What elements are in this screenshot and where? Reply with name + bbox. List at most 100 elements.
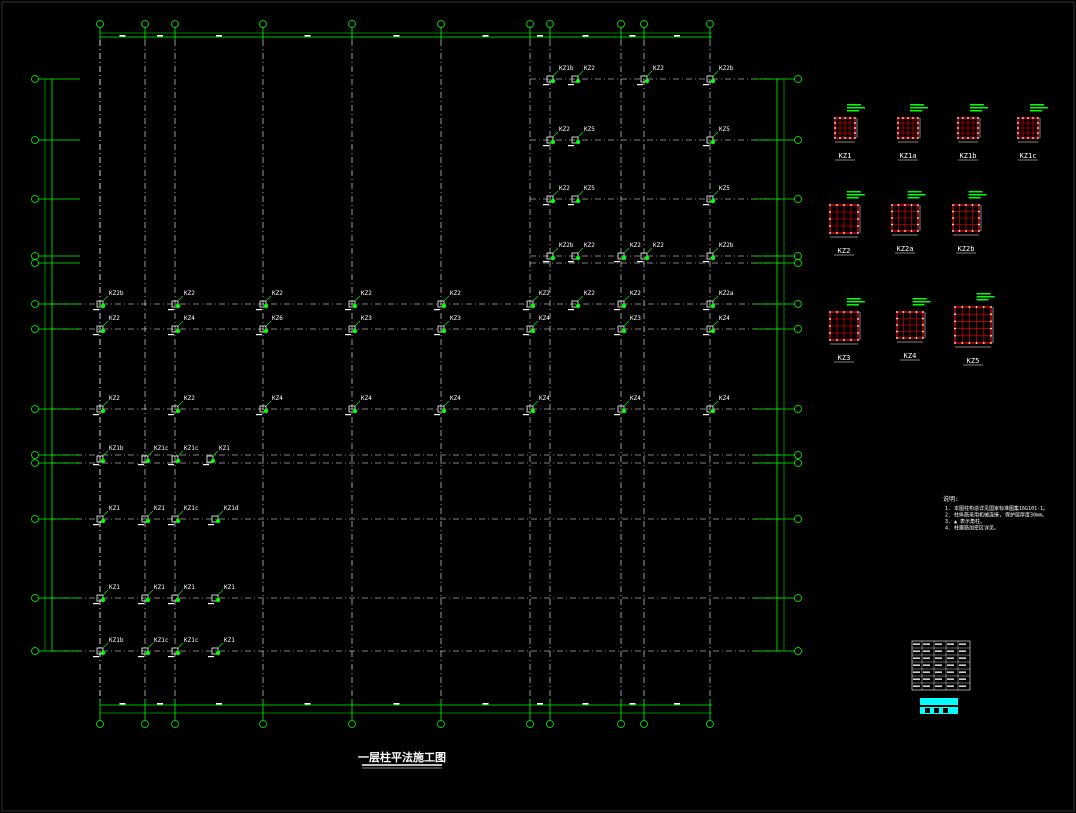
column-label: KZ2 [184, 395, 195, 402]
axis-bubble-left [31, 195, 39, 203]
schedule-cell [913, 685, 920, 687]
section-bar [1017, 122, 1019, 124]
section-bar [952, 204, 954, 206]
section-bar [971, 230, 974, 232]
column-marker: KZ1 [138, 505, 165, 526]
column-marker: KZ2 [637, 242, 664, 263]
axis-bubble-bottom [96, 720, 104, 728]
column-marker: KZ4 [256, 395, 283, 416]
axis-bubble-bottom [546, 720, 554, 728]
schedule-cell [947, 650, 954, 652]
column-marker: KZ2b [543, 242, 574, 263]
schedule-cell [923, 671, 930, 673]
schedule-cell [959, 685, 966, 687]
column-note [345, 334, 351, 336]
section-bar [829, 218, 831, 220]
section-spec [968, 194, 987, 196]
schedule-cell [923, 657, 930, 659]
column-leader [102, 510, 109, 517]
schedule-cell [923, 664, 930, 666]
column-marker: KZ3 [434, 315, 461, 336]
section-bar [836, 311, 838, 313]
column-leader [623, 400, 630, 407]
column-note [543, 204, 549, 206]
axis-bubble-right [794, 195, 802, 203]
section-bar [910, 230, 913, 232]
column-note [138, 656, 144, 658]
column-marker: KZ2 [168, 395, 195, 416]
column-label: KZ2 [559, 126, 570, 133]
column-note [543, 84, 549, 86]
column-label: KZ5 [584, 126, 595, 133]
column-leader [623, 295, 630, 302]
column-section-kz1b: KZ1b [957, 104, 988, 161]
dim-text [119, 703, 126, 705]
section-bar [971, 204, 974, 206]
column-note [168, 524, 174, 526]
axis-bubble-right [794, 136, 802, 144]
section-bar [917, 132, 919, 134]
column-note [168, 309, 174, 311]
column-marker: KZ2 [168, 290, 195, 311]
column-marker: KZ3 [345, 315, 372, 336]
section-bar [917, 117, 919, 119]
section-bar [975, 342, 978, 344]
column-leader [712, 295, 719, 302]
axis-bubble-left [31, 515, 39, 523]
column-dot [175, 597, 181, 603]
section-bar [844, 117, 846, 119]
column-dot [575, 255, 581, 261]
column-dot [644, 255, 650, 261]
dim-text [393, 35, 400, 37]
axis-bubble-left [31, 259, 39, 267]
schedule-cell [935, 671, 942, 673]
column-marker: KZ3 [614, 315, 641, 336]
schedule-cell [959, 664, 966, 666]
section-bar [849, 137, 851, 139]
section-bar [907, 117, 909, 119]
section-label: KZ1b [960, 152, 977, 160]
section-bar [850, 204, 852, 206]
column-label: KZ1 [109, 584, 120, 591]
axis-bubble-right [794, 325, 802, 333]
section-bar [857, 232, 859, 234]
section-bar [1037, 132, 1039, 134]
section-bar [857, 225, 859, 227]
axis-bubble-left [31, 136, 39, 144]
section-label: KZ1a [900, 152, 917, 160]
column-section-kz1a: KZ1a [897, 104, 928, 161]
section-bar [843, 311, 845, 313]
axis-bubble-left [31, 325, 39, 333]
section-bar [857, 204, 859, 206]
section-bar [957, 127, 959, 129]
section-bar [957, 137, 959, 139]
section-bar [907, 137, 909, 139]
section-bar [978, 210, 980, 213]
column-dot [575, 139, 581, 145]
column-dot [710, 78, 716, 84]
column-dot [215, 650, 221, 656]
column-dot [621, 408, 627, 414]
column-note [568, 309, 574, 311]
axis-bubble-top [617, 20, 625, 28]
section-bar [897, 122, 899, 124]
column-note [568, 204, 574, 206]
section-bar [952, 230, 954, 232]
column-note [256, 414, 262, 416]
column-leader [712, 320, 719, 327]
column-leader [102, 589, 109, 596]
section-bar [1032, 117, 1034, 119]
section-bar [977, 137, 979, 139]
column-label: KZ5 [719, 185, 730, 192]
column-leader [712, 400, 719, 407]
column-marker: KZ1b [543, 65, 574, 86]
section-bar [850, 232, 852, 234]
column-note [208, 524, 214, 526]
column-marker: KZ1b [93, 445, 124, 466]
section-label: KZ3 [838, 354, 851, 362]
column-leader [177, 400, 184, 407]
column-marker: KZ2 [568, 290, 595, 311]
section-bar [834, 137, 836, 139]
column-note [208, 603, 214, 605]
